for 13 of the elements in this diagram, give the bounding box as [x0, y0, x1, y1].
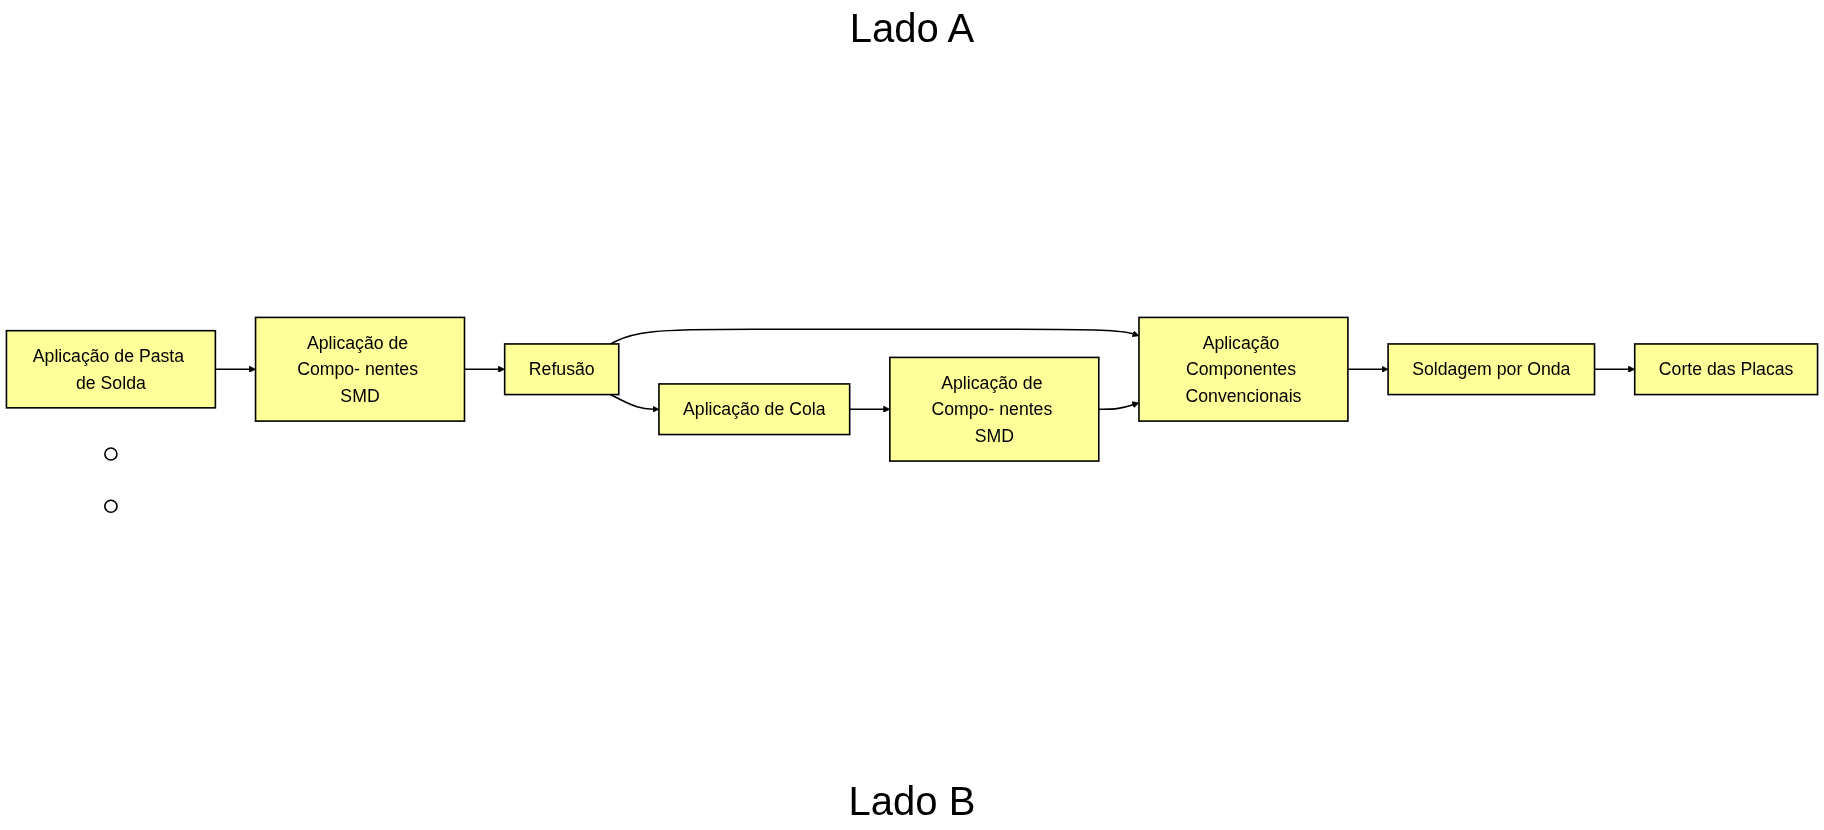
node-box: Aplicação de Pasta de Solda [5, 330, 217, 409]
node-circle [104, 499, 118, 514]
side-label: Lado B [848, 779, 976, 824]
node-box: Aplicação de Compo- nentes SMD [889, 356, 1100, 462]
node-box: Corte das Placas [1633, 343, 1819, 396]
node-box: Aplicação de Cola [658, 383, 851, 436]
arrow [1347, 365, 1389, 373]
node-circle [104, 447, 118, 461]
side-label: Lado A [849, 6, 975, 51]
node-box: Refusão [503, 343, 620, 396]
node-box: Soldagem por Onda [1387, 343, 1596, 396]
node-box: Aplicação Componentes Convencionais [1138, 316, 1349, 423]
node-box: Aplicação de Compo- nentes SMD [254, 316, 466, 423]
